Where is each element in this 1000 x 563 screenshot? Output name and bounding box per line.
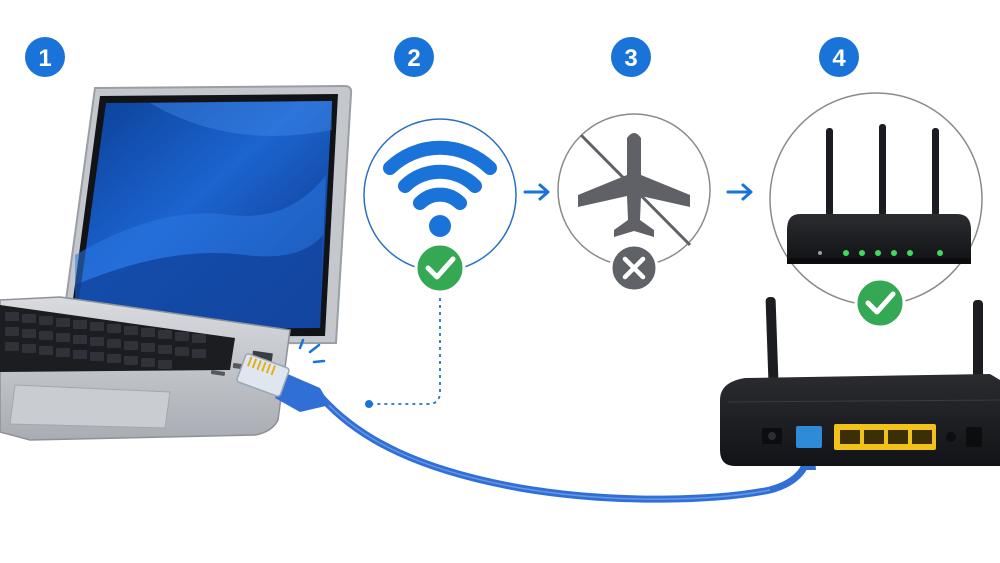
- airplane-step-circle: [557, 113, 711, 293]
- step-number-2: 2: [407, 45, 420, 72]
- step-badge-1: 1: [25, 37, 65, 77]
- error-icon: [609, 243, 659, 293]
- airplane-off-icon: [578, 133, 692, 247]
- lan-ports: [834, 424, 936, 450]
- router-back-view: [720, 296, 1000, 466]
- wifi-icon: [383, 140, 497, 210]
- connect-spark-icon: [298, 338, 326, 364]
- step-number-1: 1: [38, 45, 51, 72]
- router-status-lights: [818, 250, 943, 256]
- laptop-icon: [0, 84, 353, 441]
- laptop-keyboard: [5, 312, 206, 369]
- router-step-circle: [769, 92, 983, 329]
- arrow-right-icon: [726, 183, 753, 201]
- ethernet-plug-laptop: [236, 353, 330, 412]
- step-number-3: 3: [624, 45, 637, 72]
- dotted-connector: [365, 298, 441, 408]
- router-icon: [787, 124, 971, 264]
- wifi-step-circle: [363, 118, 517, 294]
- check-icon: [414, 242, 466, 294]
- step-number-4: 4: [832, 45, 846, 72]
- arrow-right-icon: [523, 183, 550, 201]
- step-badge-4: 4: [819, 37, 859, 77]
- step-badge-2: 2: [394, 37, 434, 77]
- step-badge-3: 3: [611, 37, 651, 77]
- check-icon: [854, 277, 906, 329]
